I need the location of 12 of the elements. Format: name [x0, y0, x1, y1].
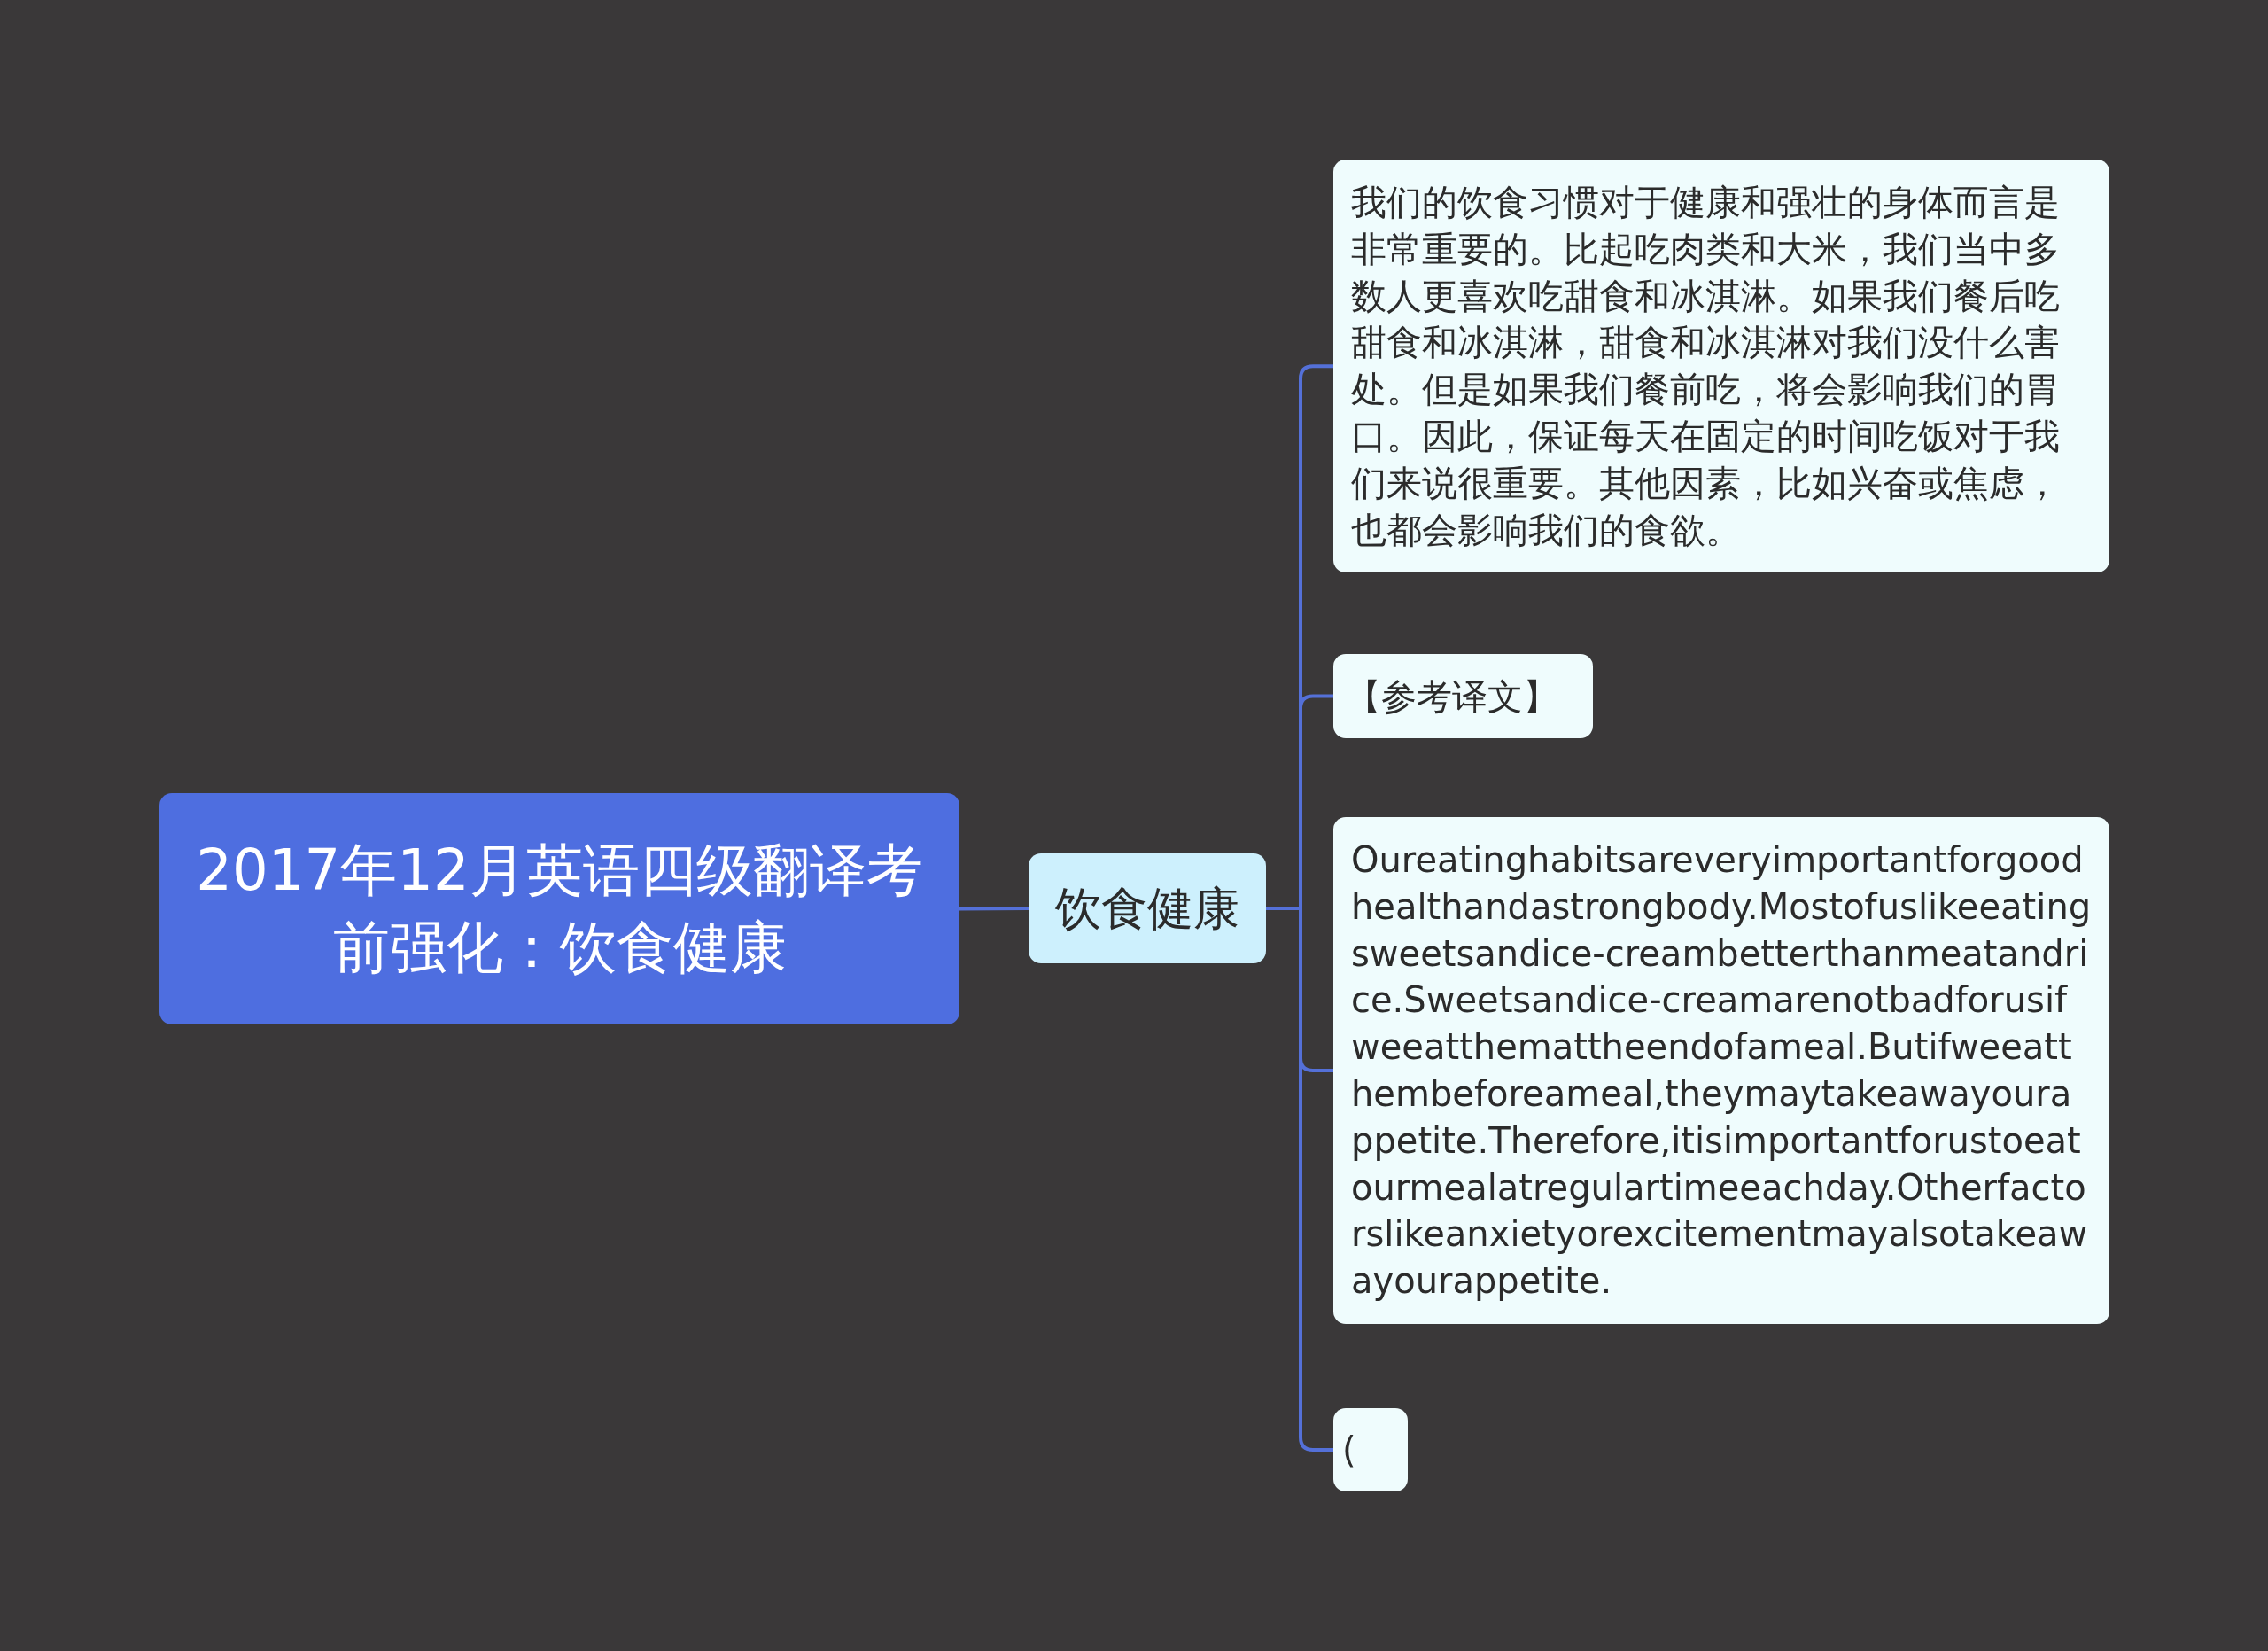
topic-text: 饮食健康	[1055, 880, 1239, 937]
topic-text: Oureatinghabitsareveryimportantforgoodhealthandastrongbody.Mostofuslikeeatingsweetsandice-creambetterthanmeatandrice.Sweetsandice-creamarenotbadforusifweeatthemattheendofameal.Butifweeatthembeforeameal,theymaytakeawayourappetite.Therefore,itisimportantforustoeatourmealatregulartimeeachday.Otherfactorslikeanxietyorexcitementmayalsotakeawayourappetite.	[1351, 838, 2092, 1304]
topic-text: (	[1342, 1429, 1356, 1472]
title-text: 2017年12月英语四级翻译考前强化：饮食健康	[195, 837, 924, 982]
topic-text: 【参考译文】	[1346, 674, 1558, 719]
subtopic-box	[1333, 654, 1593, 738]
subtopic-box	[1333, 1408, 1408, 1491]
connector-line	[959, 907, 1029, 911]
subtopic-box	[1333, 160, 2109, 573]
root-topic-box	[159, 793, 959, 1024]
topic-box	[1029, 853, 1266, 963]
topic-text: 我们的饮食习惯对于健康和强壮的身体而言是非常重要的。比起吃肉类和大米，我们当中多数人更喜欢吃甜食和冰淇淋。如果我们餐后吃甜食和冰淇淋，甜食和冰淇淋对我们没什么害处。但是如果我们餐前吃，将会影响我们的胃口。因此，保证每天在固定的时间吃饭对于我们来说很重要。其他因素，比如兴奋或焦虑，也都会影响我们的食欲。	[1351, 181, 2061, 552]
